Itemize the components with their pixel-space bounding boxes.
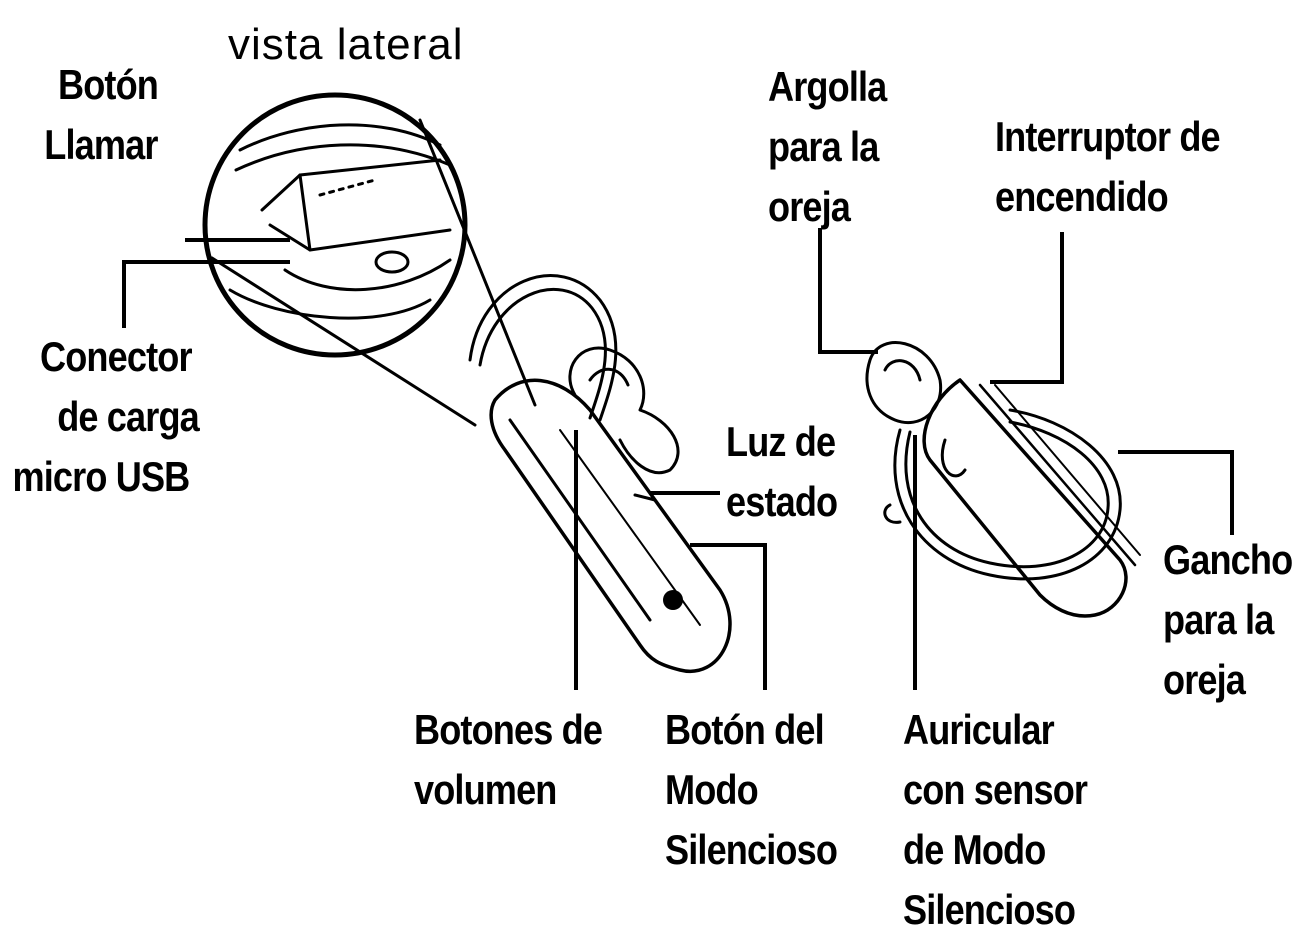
ear-loop-label-line2: para la — [768, 123, 879, 170]
charging-connector-label-line1: Conector — [40, 333, 193, 380]
call-button-label: Botón Llamar — [44, 55, 159, 175]
power-switch-label-line1: Interruptor de — [995, 113, 1221, 160]
mute-button-label: Botón del Modo Silencioso — [665, 700, 838, 880]
leader-ear-hook — [1118, 450, 1234, 535]
leader-ear-loop — [818, 228, 878, 354]
volume-buttons-label: Botones de volumen — [414, 700, 603, 820]
leader-charging-connector — [122, 260, 290, 328]
charging-connector-label-line2: de carga — [57, 393, 200, 440]
ear-loop-label: Argolla para la oreja — [768, 57, 887, 237]
charging-connector-label: Conector de carga micro USB — [12, 327, 200, 507]
status-light-label-line1: Luz de — [726, 418, 836, 465]
ear-hook-label-line1: Gancho — [1163, 536, 1293, 583]
ear-hook-label: Gancho para la oreja — [1163, 530, 1293, 710]
volume-buttons-label-line1: Botones de — [414, 706, 603, 753]
side-view-magnifier — [202, 92, 537, 427]
status-light-label: Luz de estado — [726, 412, 838, 532]
volume-buttons-label-line2: volumen — [414, 766, 557, 813]
power-switch-label: Interruptor de encendido — [995, 107, 1221, 227]
leader-lines — [122, 228, 1234, 690]
earpiece-sensor-label-line4: Silencioso — [903, 886, 1076, 933]
call-button-label-line2: Llamar — [44, 121, 158, 168]
earpiece-sensor-label-line1: Auricular — [903, 706, 1055, 753]
status-light-label-line2: estado — [726, 478, 838, 525]
leader-mute-button — [690, 543, 767, 690]
earpiece-sensor-label-line2: con sensor — [903, 766, 1088, 813]
headset-right — [865, 341, 1141, 618]
ear-loop-label-line3: oreja — [768, 183, 851, 230]
leader-power-switch — [990, 232, 1064, 384]
earpiece-sensor-label-line3: de Modo — [903, 826, 1046, 873]
earpiece-sensor-label: Auricular con sensor de Modo Silencioso — [903, 700, 1088, 940]
mute-button-label-line2: Modo — [665, 766, 759, 813]
headset-left — [468, 274, 732, 674]
power-switch-label-line2: encendido — [995, 173, 1169, 220]
mute-button-label-line1: Botón del — [665, 706, 825, 753]
mute-button-label-line3: Silencioso — [665, 826, 838, 873]
charging-connector-label-line3: micro USB — [12, 453, 190, 500]
ear-hook-label-line2: para la — [1163, 596, 1274, 643]
call-button-label-line1: Botón — [58, 61, 159, 108]
ear-loop-label-line1: Argolla — [768, 63, 887, 110]
ear-hook-label-line3: oreja — [1163, 656, 1246, 703]
view-title: vista lateral — [228, 20, 464, 69]
